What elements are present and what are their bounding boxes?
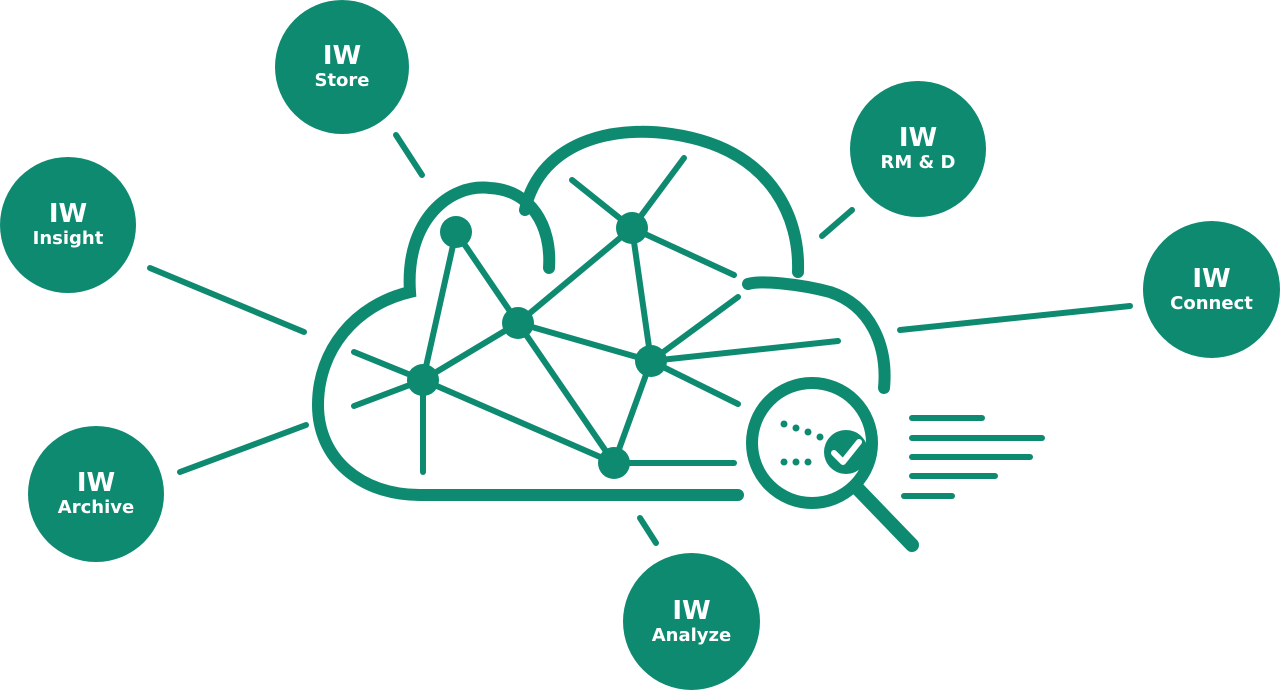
node-iw-insight-title: IW <box>48 199 88 229</box>
node-iw-insight: IW Insight <box>0 157 136 293</box>
node-iw-insight-label: Insight <box>32 228 104 249</box>
connector-store <box>393 132 425 178</box>
node-iw-rmd-title: IW <box>898 123 938 153</box>
connector-insight <box>147 265 307 335</box>
connector-analyze <box>637 515 659 546</box>
node-iw-connect-label: Connect <box>1170 292 1253 314</box>
connector-archive <box>177 422 309 475</box>
node-iw-connect: IW Connect <box>1143 221 1280 358</box>
node-iw-analyze: IW Analyze <box>623 553 760 690</box>
node-iw-analyze-label: Analyze <box>651 624 732 646</box>
node-iw-archive-title: IW <box>76 468 116 498</box>
node-iw-store-title: IW <box>322 41 362 71</box>
connector-rmd <box>819 207 855 239</box>
cloud-icon <box>311 125 891 501</box>
node-iw-rmd-label: RM & D <box>880 152 956 173</box>
speed-lines <box>901 415 1045 499</box>
connector-connect <box>897 303 1133 333</box>
node-iw-rmd: IW RM & D <box>850 81 986 217</box>
node-iw-archive: IW Archive <box>28 426 164 562</box>
node-iw-archive-label: Archive <box>57 497 135 518</box>
magnifier-check-icon <box>746 377 919 552</box>
node-iw-analyze-title: IW <box>672 595 711 626</box>
node-iw-store: IW Store <box>275 0 409 134</box>
network-nodes <box>407 212 667 479</box>
node-iw-store-label: Store <box>314 70 370 91</box>
node-iw-connect-title: IW <box>1192 263 1231 294</box>
